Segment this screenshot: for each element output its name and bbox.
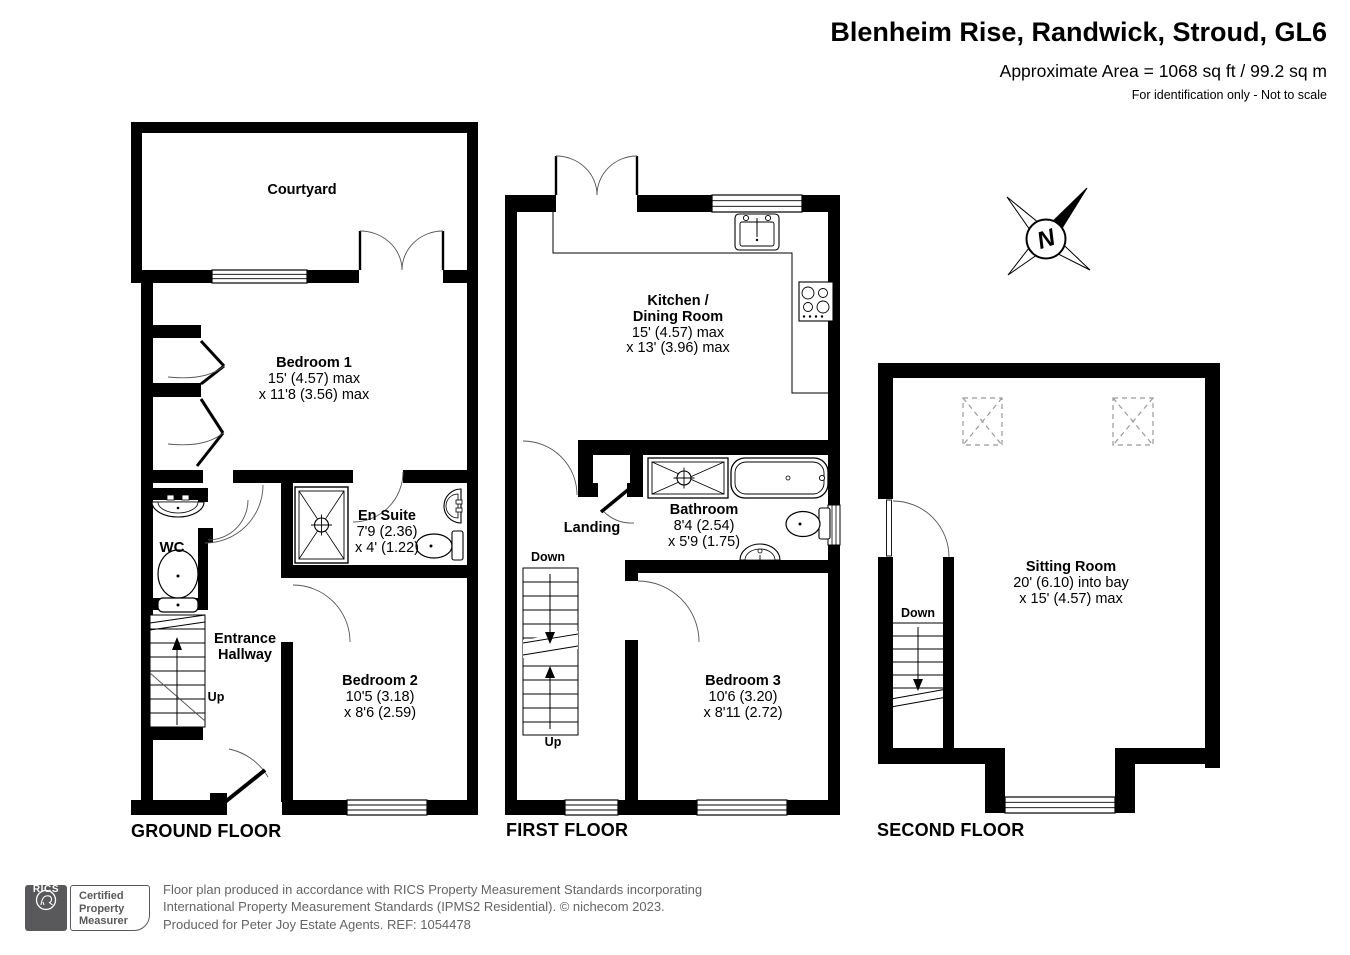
first-window-bathroom (827, 504, 841, 546)
ground-door-arcs (204, 471, 404, 778)
bathroom-door-leaf (599, 487, 631, 514)
room-label-bedroom3: Bedroom 3 10'6 (3.20) x 8'11 (2.72) (703, 673, 783, 721)
rics-wordmark: RICS (32, 884, 60, 895)
room-label-landing: Landing (563, 520, 621, 536)
bathroom-sink (739, 543, 781, 561)
french-doors-kitchen (554, 155, 639, 196)
kitchen-counter (552, 212, 828, 394)
french-doors-courtyard (358, 230, 445, 271)
first-door-arcs (522, 440, 700, 643)
stairs-down-label-second: Down (900, 606, 936, 620)
ground-window-bedroom2 (346, 799, 428, 816)
second-walls (878, 363, 1220, 813)
room-label-wc: WC (159, 539, 185, 556)
compass-icon: N (1006, 187, 1091, 276)
ensuite-shower (294, 486, 349, 564)
disclaimer-line-2: International Property Measurement Stand… (163, 899, 665, 915)
bathroom-shower (647, 457, 729, 499)
rics-lion-icon (35, 889, 57, 911)
wc-toilet (157, 549, 199, 613)
wc-sink (151, 494, 205, 518)
page-title: Blenheim Rise, Randwick, Stroud, GL6 (830, 17, 1327, 47)
rics-logo: RICS (25, 884, 67, 931)
floor-label-ground: GROUND FLOOR (131, 821, 282, 841)
skylight-2 (1112, 397, 1154, 446)
room-label-bedroom1: Bedroom 1 15' (4.57) max x 11'8 (3.56) m… (258, 355, 370, 403)
stairs-up-label-ground: Up (207, 690, 225, 704)
ground-floor-plan (131, 122, 478, 816)
first-window-bedroom3 (696, 799, 788, 816)
area-subtitle: Approximate Area = 1068 sq ft / 99.2 sq … (999, 61, 1327, 81)
closet-doors-bedroom1 (167, 339, 226, 467)
room-label-courtyard: Courtyard (267, 182, 337, 198)
first-stairs (522, 567, 579, 736)
stairs-up-label-first: Up (544, 735, 562, 749)
room-label-ensuite: En Suite 7'9 (2.36) x 4' (1.22) (354, 508, 420, 556)
ensuite-toilet (415, 530, 464, 561)
second-stairs (890, 622, 948, 708)
bathroom-bath (730, 457, 829, 499)
second-door (886, 499, 950, 558)
second-bay-window (1004, 796, 1116, 814)
floor-label-second: SECOND FLOOR (877, 820, 1025, 840)
disclaimer-line-1: Floor plan produced in accordance with R… (163, 882, 703, 897)
floor-label-first: FIRST FLOOR (506, 820, 629, 840)
disclaimer-line-3: Produced for Peter Joy Estate Agents. RE… (163, 916, 471, 932)
header: Blenheim Rise, Randwick, Stroud, GL6 App… (830, 16, 1327, 102)
stairs-down-label-first: Down (530, 550, 566, 564)
entrance-door-leaf (218, 768, 267, 808)
ground-stairs (149, 614, 206, 728)
ensuite-sink (443, 488, 463, 524)
scale-note: For identification only - Not to scale (1131, 88, 1327, 102)
footer-disclaimer: Floor plan produced in accordance with R… (163, 881, 702, 933)
room-label-kitchen: Kitchen / Dining Room 15' (4.57) max x 1… (626, 293, 730, 357)
certified-property-measurer-badge: Certified Property Measurer (70, 885, 150, 931)
kitchen-hob (798, 281, 834, 322)
first-window-landing (564, 799, 619, 816)
room-label-sitting-room: Sitting Room 20' (6.10) into bay x 15' (… (1013, 559, 1129, 607)
room-label-bedroom2: Bedroom 2 10'5 (3.18) x 8'6 (2.59) (342, 673, 418, 721)
kitchen-sink (734, 213, 780, 251)
ground-window-front (211, 269, 308, 284)
second-floor-plan (878, 363, 1220, 814)
first-window-top (711, 194, 803, 213)
first-floor-plan (505, 155, 841, 816)
bathroom-toilet (785, 507, 831, 540)
room-label-bathroom: Bathroom 8'4 (2.54) x 5'9 (1.75) (667, 502, 741, 550)
skylight-1 (962, 397, 1003, 446)
room-label-entrance-hallway: Entrance Hallway (213, 631, 277, 663)
